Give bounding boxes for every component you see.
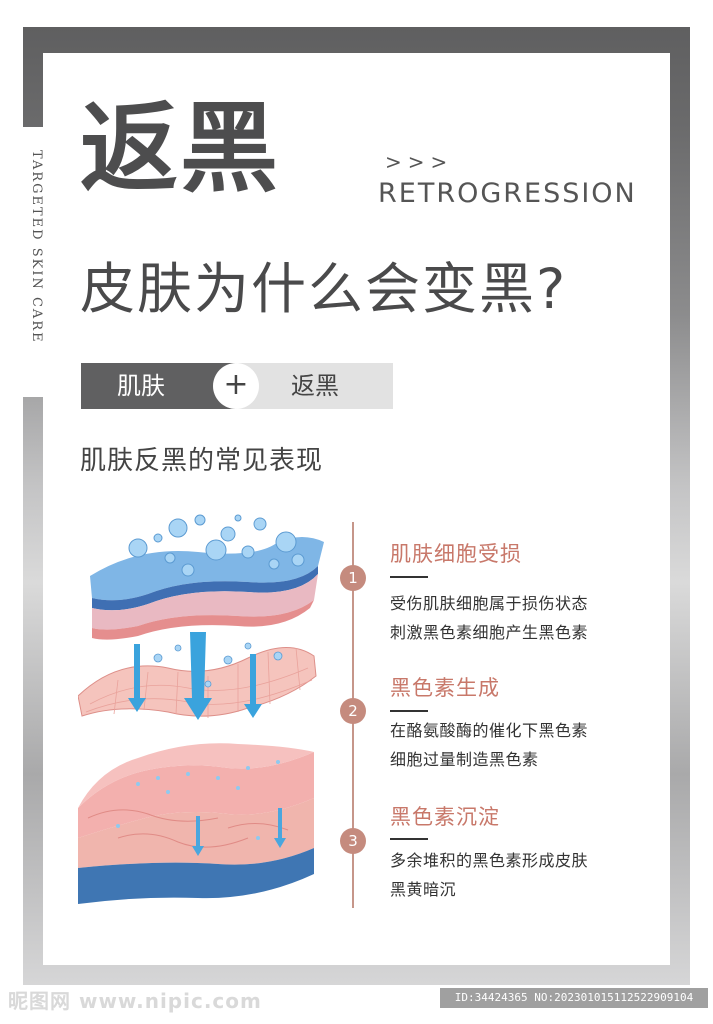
side-vertical-text: TARGETED SKIN CARE [29, 150, 44, 344]
down-arrow-icons [128, 632, 262, 720]
step-desc-3: 多余堆积的黑色素形成皮肤 黑黄暗沉 [390, 846, 588, 904]
step-title-3: 黑色素沉淀 [390, 805, 500, 829]
watermark-id: ID:34424365 NO:20230101511252290910​4 [440, 988, 708, 1008]
step-desc-2-line-1: 在酪氨酸酶的催化下黑色素 [390, 721, 589, 740]
step-number-2: 2 [340, 698, 366, 724]
question-heading: 皮肤为什么会变黑? [80, 257, 568, 321]
arrows-decoration: >>> [385, 150, 454, 174]
step-divider-1 [390, 576, 428, 578]
page-title: 返黑 [80, 92, 281, 206]
skin-layer-bottom [78, 743, 314, 904]
tag-bar: 肌肤 返黑 + [81, 363, 393, 409]
step-divider-3 [390, 838, 428, 840]
side-strip [23, 127, 43, 397]
step-desc-3-line-1: 多余堆积的黑色素形成皮肤 [390, 851, 589, 870]
step-desc-2: 在酪氨酸酶的催化下黑色素 细胞过量制造黑色素 [390, 716, 588, 774]
tag-left-label: 肌肤 [81, 363, 237, 409]
step-desc-1-line-2: 刺激黑色素细胞产生黑色素 [390, 623, 589, 642]
step-title-2: 黑色素生成 [390, 676, 500, 700]
watermark-site: 昵图网 www.nipic.com [8, 989, 262, 1013]
section-subtitle: 肌肤反黑的常见表现 [80, 446, 324, 476]
step-title-1: 肌肤细胞受损 [390, 542, 522, 566]
step-desc-3-line-2: 黑黄暗沉 [390, 880, 457, 899]
moisture-bubbles [128, 514, 305, 577]
step-number-3: 3 [340, 828, 366, 854]
plus-icon: + [213, 363, 259, 409]
skin-layer-top [90, 537, 324, 640]
tag-right-label: 返黑 [237, 363, 393, 409]
step-number-1: 1 [340, 565, 366, 591]
step-desc-1-line-1: 受伤肌肤细胞属于损伤状态 [390, 594, 589, 613]
english-title: RETROGRESSION [378, 178, 637, 209]
step-desc-2-line-2: 细胞过量制造黑色素 [390, 750, 539, 769]
step-divider-2 [390, 710, 428, 712]
skin-layers-illustration [78, 514, 324, 904]
step-desc-1: 受伤肌肤细胞属于损伤状态 刺激黑色素细胞产生黑色素 [390, 589, 588, 647]
